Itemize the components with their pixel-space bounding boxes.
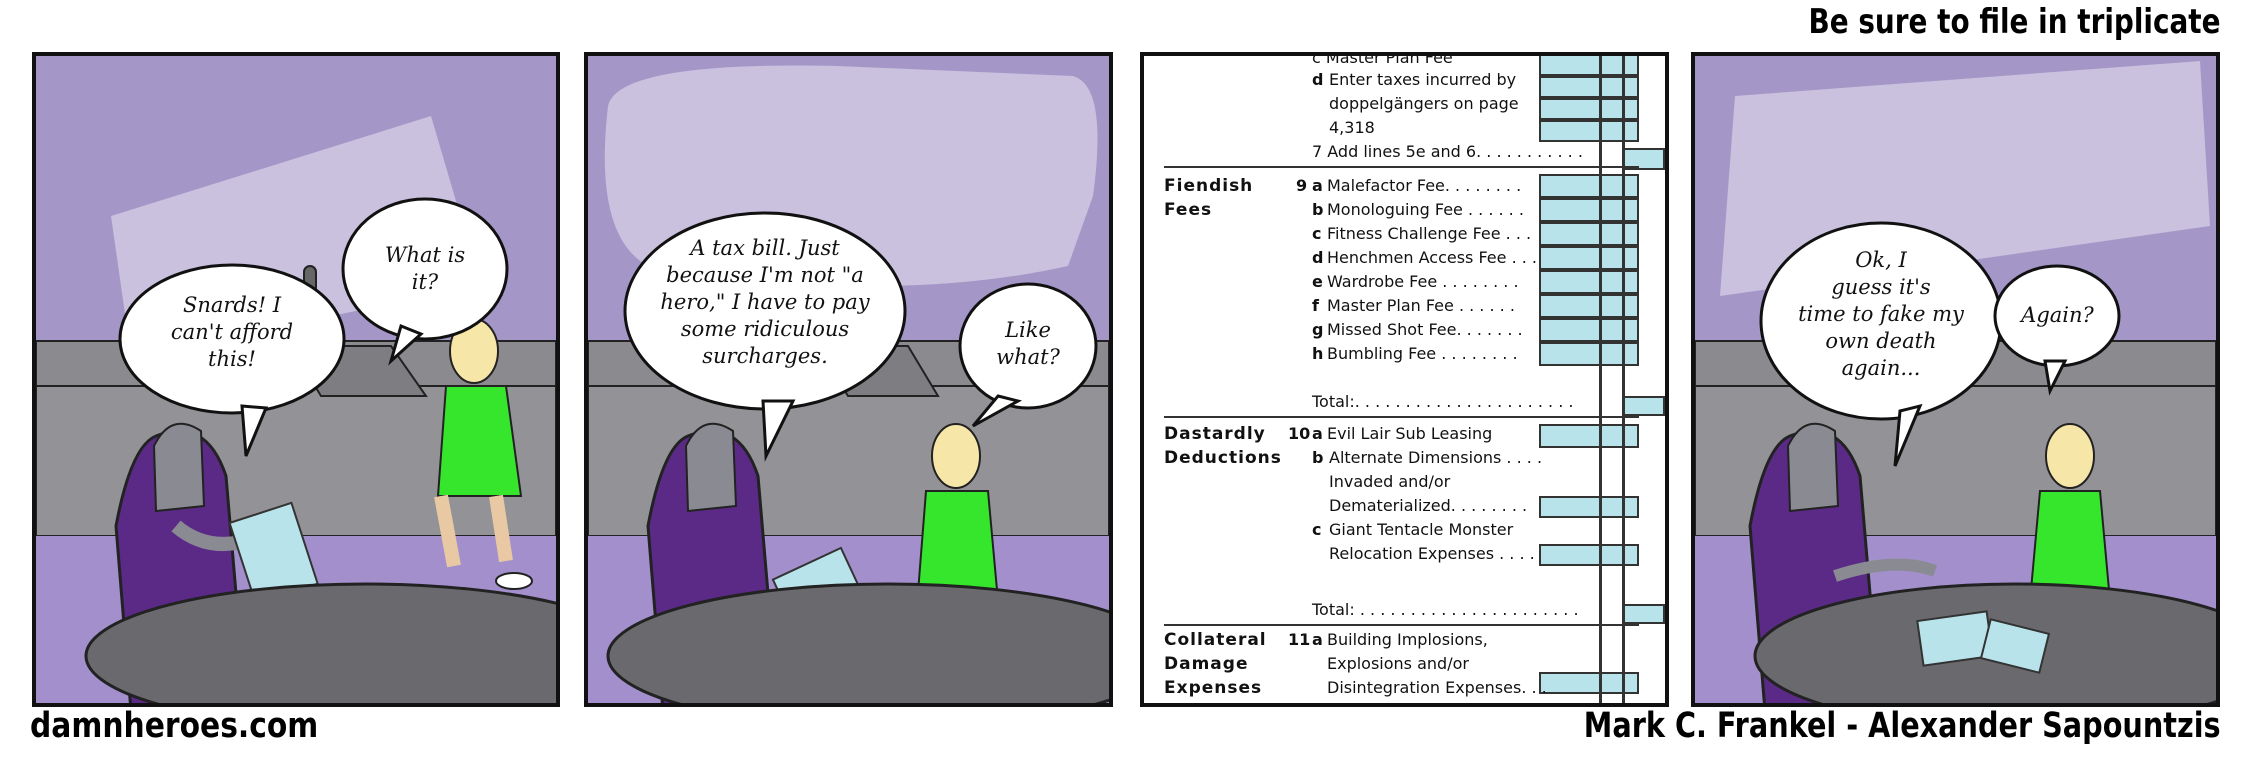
comic-title: Be sure to file in triplicate — [1808, 2, 2221, 42]
tax-form: c Master Plan Fee d Enter taxes incurred… — [1144, 56, 1665, 703]
form-section-fiendish: Fiendish Fees — [1164, 176, 1254, 220]
form-line-d-text-1: Enter taxes incurred by — [1329, 70, 1517, 89]
bubble-panel1-hero: What is it? — [384, 243, 466, 294]
credits: Mark C. Frankel - Alexander Sapountzis — [1584, 706, 2221, 746]
form-section-9-total: Total:. . . . . . . . . . . . . . . . . … — [1312, 392, 1574, 411]
bubble-panel1-villain: Snards! I can't afford this! — [170, 293, 294, 371]
panel-1: Snards! I can't afford this! What is it? — [32, 52, 560, 707]
site-url: damnheroes.com — [30, 706, 319, 746]
form-section-10-num: 10 — [1288, 424, 1311, 443]
panel-1-art — [36, 56, 556, 703]
panel-4: Ok, I guess it's time to fake my own dea… — [1691, 52, 2220, 707]
bubble-panel4-villain: Ok, I guess it's time to fake my own dea… — [1798, 248, 1964, 380]
bubble-panel2-hero: Like what? — [996, 318, 1060, 369]
panel-3-tax-form: c Master Plan Fee d Enter taxes incurred… — [1140, 52, 1669, 707]
bubble-panel4-hero: Again? — [2021, 303, 2094, 327]
form-section-collateral: Collateral Damage Expenses — [1164, 630, 1267, 698]
form-line-d-text-2: doppelgängers on page — [1329, 94, 1519, 113]
form-section-dastardly: Dastardly Deductions — [1164, 424, 1282, 468]
panel-2-art — [588, 56, 1109, 703]
form-section-10-total: Total: . . . . . . . . . . . . . . . . .… — [1312, 600, 1579, 619]
form-section-9-num: 9 — [1296, 176, 1308, 195]
panel-2: A tax bill. Just because I'm not "a hero… — [584, 52, 1113, 707]
form-section-11-num: 11 — [1288, 630, 1311, 649]
form-line-d-text-3: 4,318 — [1329, 118, 1375, 137]
form-line-7: 7 Add lines 5e and 6. . . . . . . . . . … — [1312, 142, 1583, 161]
bubble-panel2-villain: A tax bill. Just because I'm not "a hero… — [660, 236, 870, 368]
form-line-c-partial: c Master Plan Fee — [1312, 52, 1453, 67]
panel-4-art — [1695, 56, 2216, 703]
form-line-d-letter: d — [1312, 70, 1324, 89]
